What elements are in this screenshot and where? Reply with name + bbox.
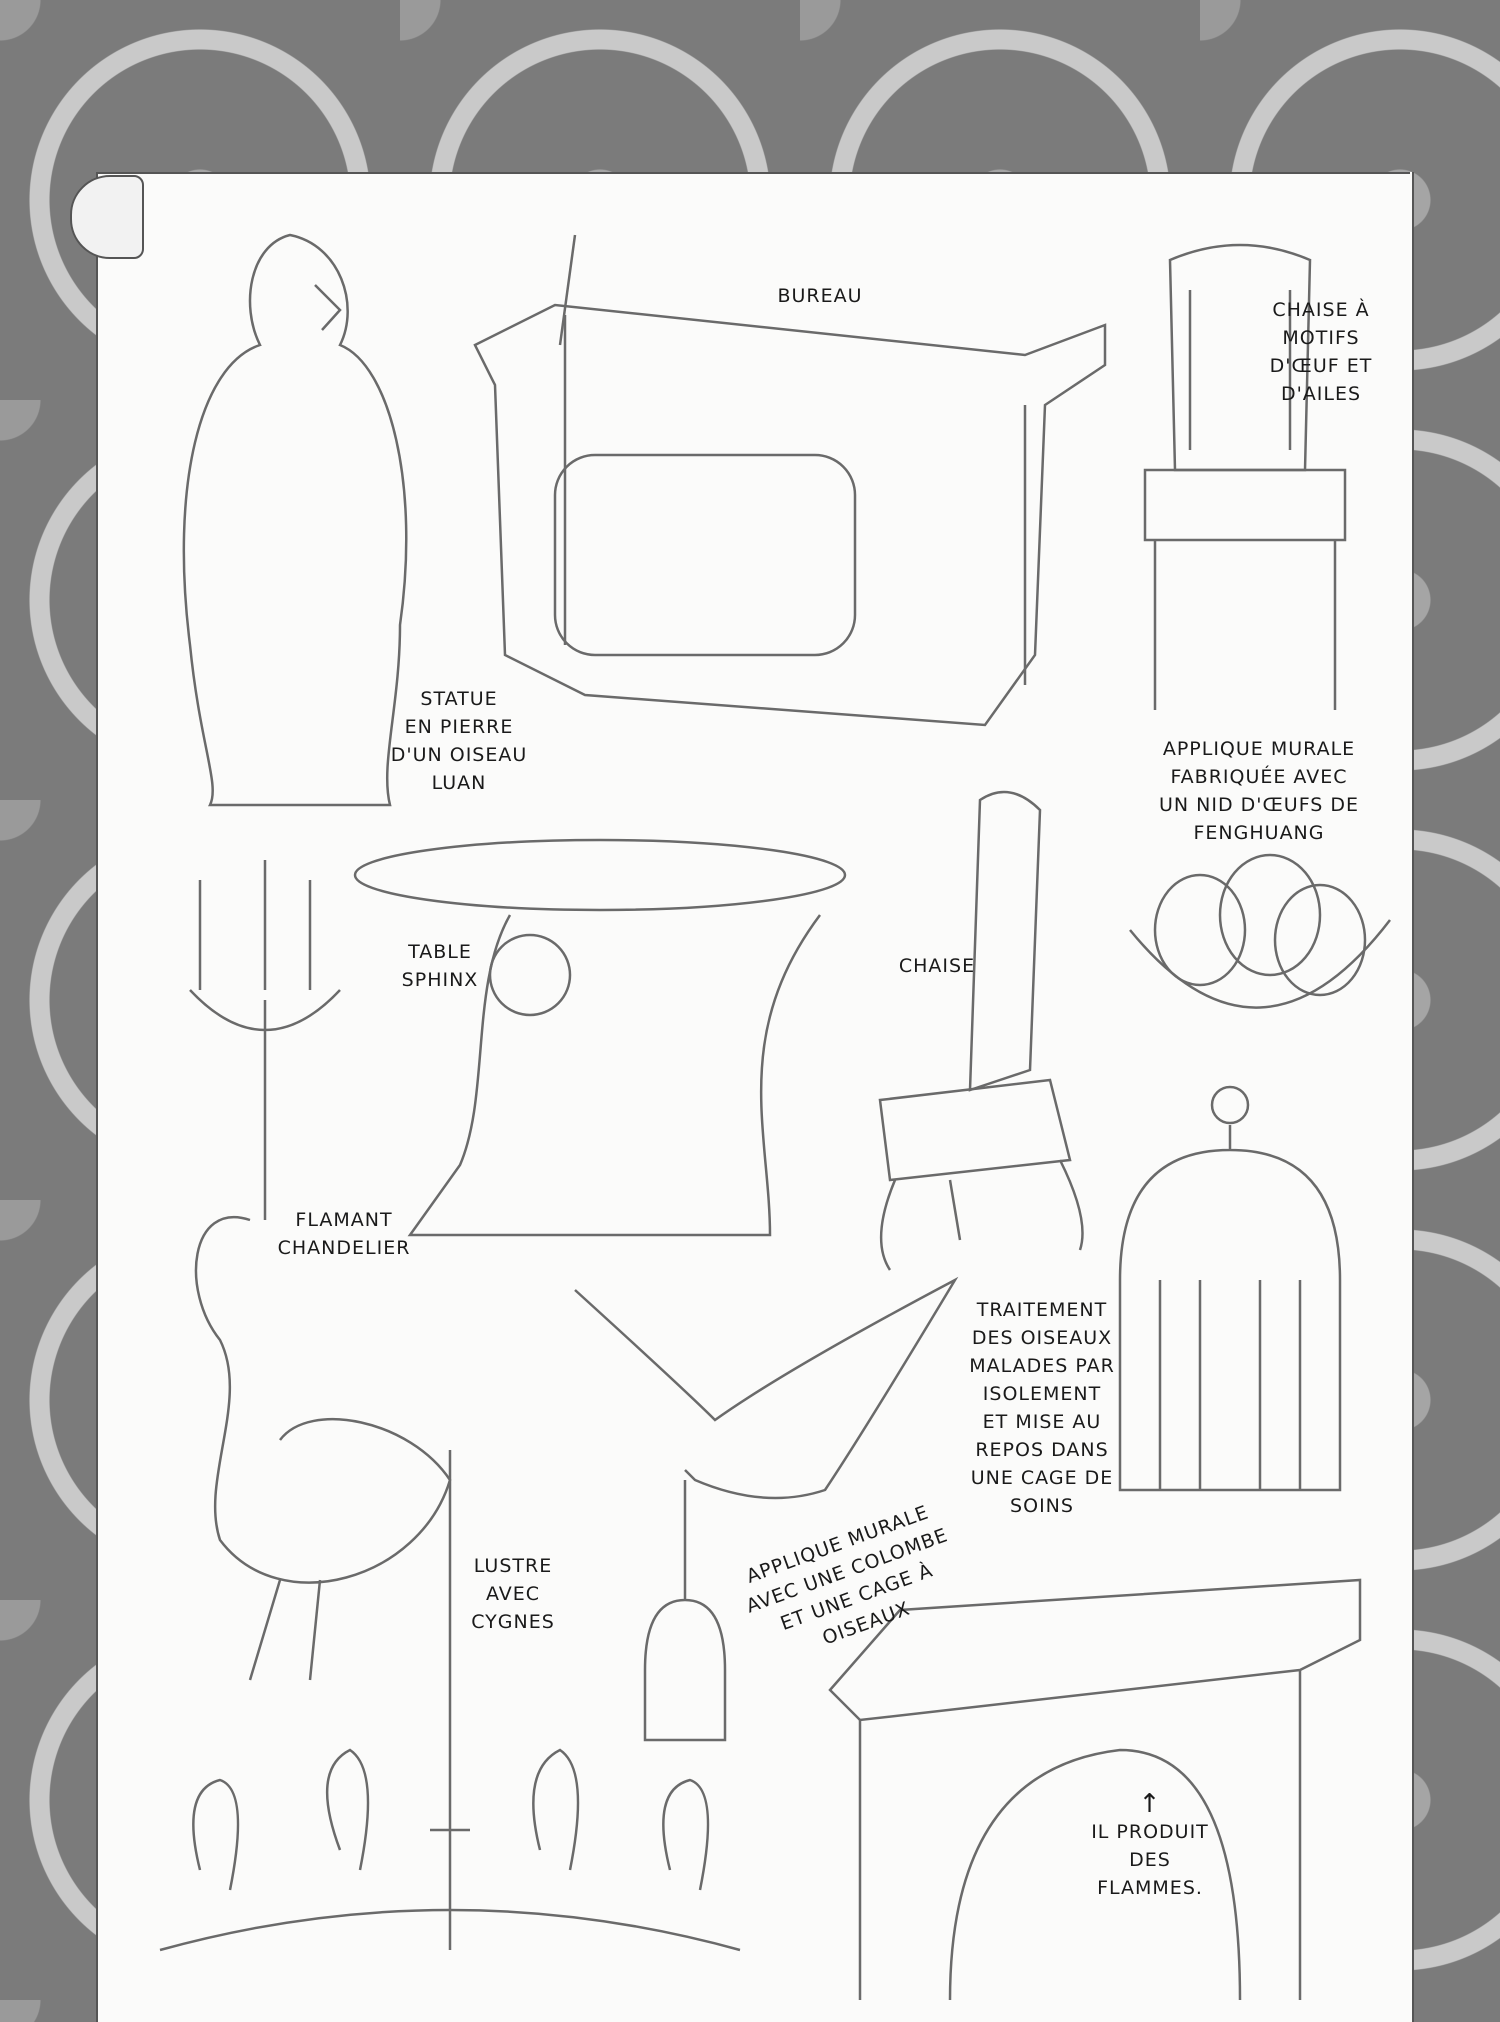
label-line: FLAMANT <box>295 1209 393 1231</box>
label-line: ISOLEMENT <box>982 1383 1102 1405</box>
label-applique-nid: APPLIQUE MURALE FABRIQUÉE AVEC UN NID D'… <box>1159 735 1359 847</box>
label-line: SOINS <box>1010 1495 1074 1517</box>
label-chaise: CHAISE <box>899 952 975 980</box>
label-line: BUREAU <box>777 285 863 307</box>
bird-cage-illustration <box>1118 1085 1342 1492</box>
label-line: DES <box>1129 1849 1171 1871</box>
label-line: TABLE <box>408 941 472 963</box>
label-bureau: BUREAU <box>777 282 862 310</box>
label-statue: STATUE EN PIERRE D'UN OISEAU LUAN <box>391 685 528 797</box>
label-line: LUAN <box>431 772 487 794</box>
egg-wing-chair-illustration <box>1143 243 1347 710</box>
label-line: CHAISE <box>898 955 976 977</box>
label-line: D'AILES <box>1280 383 1362 405</box>
label-line: LUSTRE <box>473 1555 553 1577</box>
label-lustre: LUSTRE AVEC CYGNES <box>471 1552 555 1636</box>
desk-illustration <box>473 234 1107 727</box>
label-line: IL PRODUIT <box>1091 1821 1209 1843</box>
label-flammes: ↑ IL PRODUIT DES FLAMMES. <box>1091 1790 1209 1902</box>
label-line: FLAMMES. <box>1097 1877 1203 1899</box>
scroll-curl <box>70 175 144 259</box>
sphinx-table-illustration <box>353 838 847 1237</box>
swan-chandelier-illustration <box>159 1450 741 1952</box>
dove-wall-sconce-illustration <box>574 1276 959 1742</box>
label-flamant: FLAMANT CHANDELIER <box>278 1206 411 1262</box>
flamingo-candelabra-illustration <box>189 860 452 1681</box>
bird-statue-illustration <box>182 233 408 807</box>
label-line: DES OISEAUX <box>971 1327 1113 1349</box>
arrow-up-icon: ↑ <box>1138 1789 1162 1819</box>
label-line: REPOS DANS <box>975 1439 1109 1461</box>
label-line: CHANDELIER <box>277 1237 411 1259</box>
label-line: EN PIERRE <box>404 716 514 738</box>
label-line: UNE CAGE DE <box>970 1467 1114 1489</box>
parchment-scroll <box>96 172 1414 2022</box>
label-line: FABRIQUÉE AVEC <box>1170 766 1348 788</box>
label-line: FENGHUANG <box>1193 822 1325 844</box>
label-line: D'ŒUF ET <box>1269 355 1373 377</box>
label-line: UN NID D'ŒUFS DE <box>1158 794 1360 816</box>
label-line: MOTIFS <box>1282 327 1360 349</box>
label-line: ET MISE AU <box>982 1411 1102 1433</box>
label-line: D'UN OISEAU <box>390 744 528 766</box>
label-line: STATUE <box>420 688 498 710</box>
label-line: CHAISE À <box>1272 299 1370 321</box>
label-line: AVEC <box>485 1583 541 1605</box>
scroll-top-edge <box>96 172 1410 174</box>
label-line: TRAITEMENT <box>976 1299 1108 1321</box>
label-line: MALADES PAR <box>969 1355 1115 1377</box>
label-line: APPLIQUE MURALE <box>1162 738 1356 760</box>
chair-illustration <box>878 790 1084 1271</box>
fireplace-illustration <box>828 1578 1362 2001</box>
nest-wall-sconce-illustration <box>1129 853 1391 1009</box>
label-chaise-oeuf-ailes: CHAISE À MOTIFS D'ŒUF ET D'AILES <box>1270 296 1373 408</box>
label-line: CYGNES <box>471 1611 555 1633</box>
label-table-sphinx: TABLE SPHINX <box>402 938 479 994</box>
label-traitement: TRAITEMENT DES OISEAUX MALADES PAR ISOLE… <box>969 1296 1115 1520</box>
label-line: SPHINX <box>401 969 479 991</box>
